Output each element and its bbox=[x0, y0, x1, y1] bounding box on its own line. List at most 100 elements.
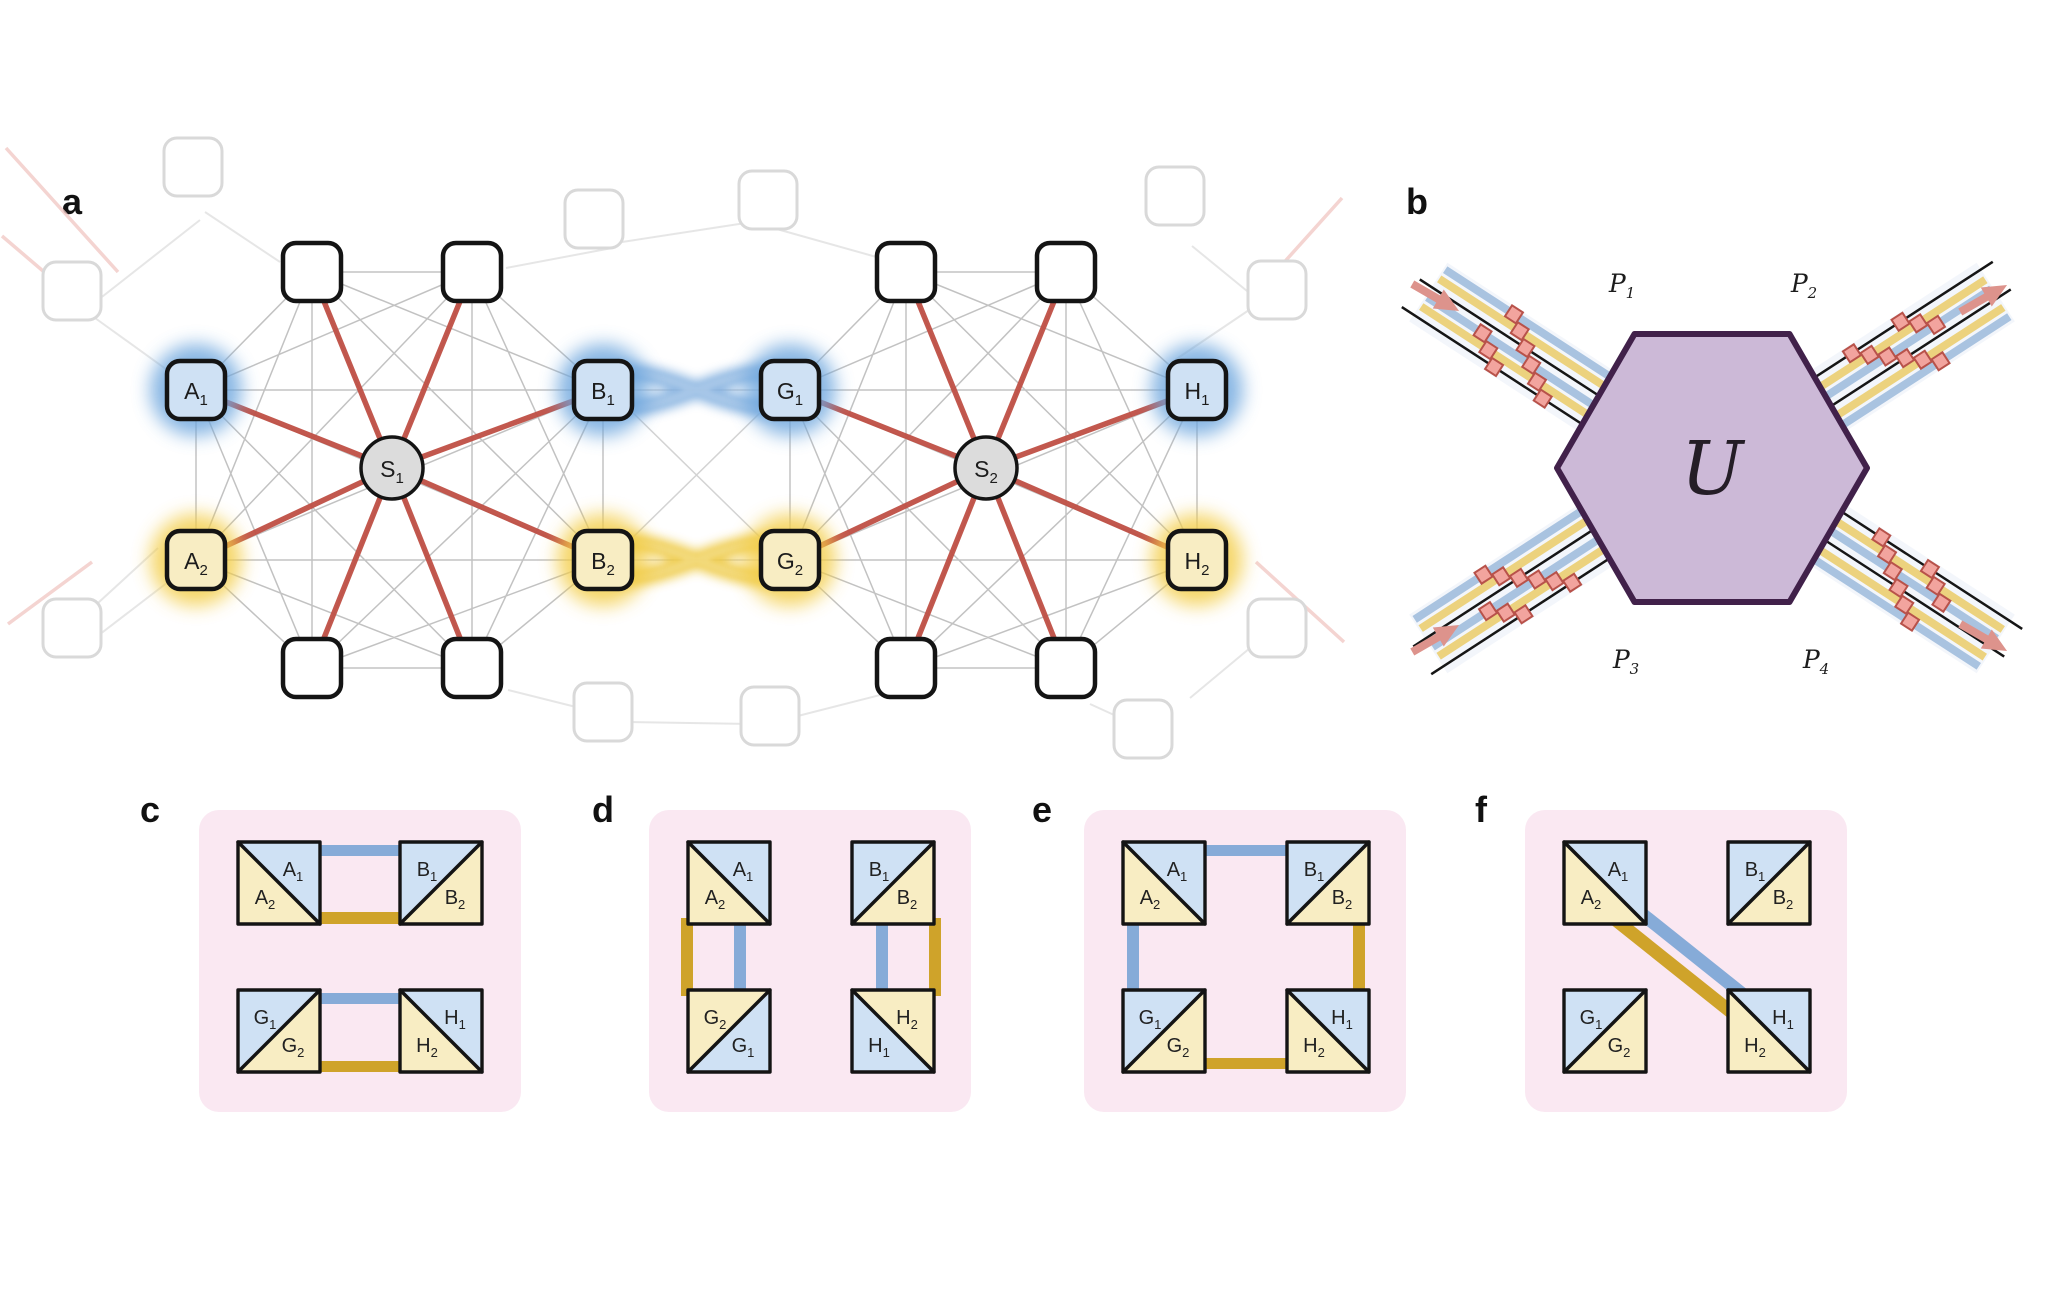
label-sub: 2 bbox=[431, 1045, 438, 1060]
label-base: B bbox=[869, 859, 882, 881]
blue-bond bbox=[1127, 918, 1139, 996]
triangle-a2 bbox=[686, 840, 772, 926]
triangle-b2 bbox=[398, 840, 484, 926]
port-label-p2: P2 bbox=[1790, 269, 1817, 302]
label-base: G bbox=[1608, 1035, 1624, 1057]
cell-label-h1: H1 bbox=[1772, 1007, 1794, 1032]
label-base: B bbox=[591, 378, 606, 404]
unitary-label: U bbox=[1681, 426, 1746, 512]
label-sub: 2 bbox=[1786, 897, 1793, 912]
label-sub: 1 bbox=[1180, 869, 1187, 884]
label-sub: 1 bbox=[1626, 284, 1636, 302]
cell-label-b2: B2 bbox=[1773, 887, 1794, 912]
label-sub: 1 bbox=[1201, 392, 1209, 409]
cell-label-a2: A2 bbox=[705, 887, 726, 912]
label-sub: 1 bbox=[200, 392, 208, 409]
cell-label-h1: H1 bbox=[1331, 1007, 1353, 1032]
label-base: S bbox=[380, 456, 395, 482]
cell-label-h1: H1 bbox=[868, 1035, 890, 1060]
label-sub: 2 bbox=[297, 1045, 304, 1060]
panel-letter-e: e bbox=[1032, 789, 1052, 830]
label-base: B bbox=[1304, 859, 1317, 881]
unitary-hexagon bbox=[1554, 331, 1870, 605]
label-base: H bbox=[868, 1035, 882, 1057]
triangle-h1 bbox=[850, 988, 936, 1074]
label-base: A bbox=[1608, 859, 1622, 881]
label-sub: 1 bbox=[747, 1045, 754, 1060]
label-base: H bbox=[1185, 378, 1202, 404]
label-sub: 2 bbox=[607, 562, 615, 579]
cell-label-h2: H2 bbox=[416, 1035, 438, 1060]
panel-c: c A1 A2 B1 B2 G1 G2 H1 H2 bbox=[140, 789, 521, 1112]
yellow-bond bbox=[298, 912, 422, 924]
ghost-node bbox=[1246, 259, 1308, 321]
label-sub: 1 bbox=[607, 392, 615, 409]
panel-letter-f: f bbox=[1475, 789, 1488, 830]
yellow-bond bbox=[314, 1061, 406, 1072]
triangle-g2 bbox=[1121, 988, 1207, 1074]
label-sub: 2 bbox=[458, 897, 465, 912]
label-sub: 2 bbox=[719, 1017, 726, 1032]
cell-label-g1: G1 bbox=[1580, 1007, 1603, 1032]
label-base: G bbox=[1139, 1007, 1155, 1029]
cell-label-b1: B1 bbox=[869, 859, 890, 884]
yellow-bond bbox=[929, 918, 941, 996]
label-base: B bbox=[591, 548, 606, 574]
label-base: G bbox=[254, 1007, 270, 1029]
triangle-b2 bbox=[850, 840, 936, 926]
blue-bond bbox=[876, 918, 888, 996]
label-base: A bbox=[1140, 887, 1154, 909]
label-sub: 1 bbox=[1758, 869, 1765, 884]
cell-label-b1: B1 bbox=[417, 859, 438, 884]
label-sub: 2 bbox=[1201, 562, 1209, 579]
ghost-node bbox=[1246, 597, 1308, 659]
label-sub: 2 bbox=[1807, 284, 1818, 302]
blue-bond bbox=[314, 845, 406, 856]
triangle-b2 bbox=[1726, 840, 1812, 926]
label-base: G bbox=[777, 548, 795, 574]
yellow-bond bbox=[1353, 918, 1365, 996]
label-sub: 1 bbox=[396, 470, 404, 487]
label-base: H bbox=[1303, 1035, 1317, 1057]
cell-label-h2: H2 bbox=[1744, 1035, 1766, 1060]
panel-letter-a: a bbox=[62, 181, 83, 222]
inter-network-edges bbox=[624, 389, 769, 561]
label-base: H bbox=[1331, 1007, 1345, 1029]
label-base: G bbox=[732, 1035, 748, 1057]
label-sub: 2 bbox=[268, 897, 275, 912]
cell-label-g1: G1 bbox=[732, 1035, 755, 1060]
label-sub: 2 bbox=[910, 897, 917, 912]
ghost-node bbox=[563, 188, 625, 250]
node-label-a1: A1 bbox=[184, 378, 208, 409]
label-base: A bbox=[705, 887, 719, 909]
background-ghost-network bbox=[0, 136, 1346, 760]
triangle-b2 bbox=[1285, 840, 1371, 926]
node-label-g2: G2 bbox=[777, 548, 803, 579]
triangle-g1 bbox=[686, 988, 772, 1074]
panel-f: f A1 A2 B1 B2 G1 G2 H1 H2 bbox=[1475, 789, 1847, 1112]
label-base: A bbox=[184, 378, 200, 404]
label-sub: 1 bbox=[269, 1017, 276, 1032]
label-sub: 3 bbox=[1630, 660, 1640, 678]
label-sub: 1 bbox=[746, 869, 753, 884]
ghost-node bbox=[162, 136, 224, 198]
label-base: A bbox=[184, 548, 200, 574]
label-sub: 2 bbox=[718, 897, 725, 912]
cell-label-b2: B2 bbox=[445, 887, 466, 912]
cell-label-a1: A1 bbox=[283, 859, 304, 884]
label-base: G bbox=[777, 378, 795, 404]
label-sub: 2 bbox=[795, 562, 803, 579]
cell-label-g2: G2 bbox=[282, 1035, 305, 1060]
label-sub: 2 bbox=[1759, 1045, 1766, 1060]
label-base: H bbox=[896, 1007, 910, 1029]
label-base: B bbox=[1773, 887, 1786, 909]
label-base: B bbox=[417, 859, 430, 881]
label-base: H bbox=[1185, 548, 1202, 574]
label-sub: 1 bbox=[459, 1017, 466, 1032]
ghost-node bbox=[1112, 698, 1174, 760]
label-base: P bbox=[1802, 645, 1821, 674]
label-sub: 1 bbox=[795, 392, 803, 409]
cell-label-b1: B1 bbox=[1745, 859, 1766, 884]
label-sub: 2 bbox=[1318, 1045, 1325, 1060]
